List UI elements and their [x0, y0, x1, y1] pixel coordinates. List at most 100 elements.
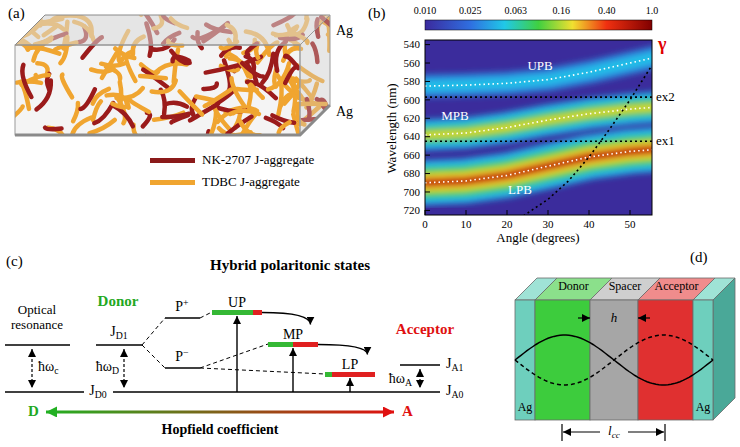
figure-label: Donor: [98, 293, 139, 310]
j-aggregate-fiber: [242, 63, 263, 76]
dimension-arrow: [563, 431, 600, 432]
dimension-marks: [562, 318, 665, 441]
j-aggregate-fiber: [117, 88, 143, 98]
figure-label: h: [611, 311, 618, 326]
text-part: −: [183, 347, 189, 358]
cavity-line: [523, 68, 650, 215]
axis-tick: [425, 118, 430, 119]
j-aggregate-fiber: [279, 122, 290, 133]
ag-front: [693, 300, 713, 420]
polariton-level: UP: [212, 293, 262, 315]
figure-label: 720: [404, 204, 421, 217]
figure-label: JD0: [89, 383, 106, 400]
coupling-lines: [142, 312, 325, 374]
box-side: [300, 15, 330, 135]
j-aggregate-fiber: [203, 84, 216, 89]
box-ground: [15, 15, 330, 135]
level-bar: [212, 310, 262, 315]
dimension-arrow: [628, 431, 664, 432]
figure-label: Optical resonance: [0, 303, 74, 333]
figure-label: 680: [404, 167, 421, 180]
excitation-arrow: [349, 378, 350, 392]
figure-label: A: [402, 403, 413, 420]
figure-label: UPB: [527, 59, 552, 74]
text-part: J: [446, 383, 451, 398]
j-aggregate-fiber: [49, 1, 76, 15]
relaxation-arrow: [262, 313, 311, 325]
figure-label: Ag: [336, 104, 353, 120]
axis-tick: [425, 81, 430, 82]
j-aggregate-fiber: [206, 65, 239, 73]
level-bar: [268, 342, 318, 347]
energy-arrow: [419, 369, 420, 388]
level-label: MP: [268, 325, 318, 342]
figure-label: 0.16: [553, 5, 571, 17]
layer-stack: [515, 278, 735, 420]
text-part: D1: [116, 330, 128, 341]
layer-band: Spacer: [590, 300, 638, 420]
j-aggregate-fiber: [22, 65, 31, 97]
level-label: LP: [325, 355, 375, 372]
text-part: A1: [451, 362, 463, 373]
polariton-band: [425, 150, 652, 183]
figure-label: (d): [690, 249, 708, 266]
excitation-arrows: [237, 316, 350, 392]
j-aggregate-fiber: [101, 63, 125, 65]
polariton-band: [425, 150, 652, 183]
j-aggregate-fiber: [140, 76, 166, 78]
figure-label: 1.0: [646, 5, 659, 17]
sample-box: [0, 0, 352, 151]
text-part: ħω: [389, 371, 405, 386]
j-aggregate-fiber: [224, 60, 230, 91]
ground-level: [113, 391, 440, 393]
layer-band: Donor: [535, 300, 590, 420]
j-aggregate-fiber: [93, 101, 101, 120]
j-aggregate-fiber: [90, 120, 115, 133]
figure-label: (a): [8, 5, 25, 22]
j-aggregate-fiber: [13, 106, 23, 117]
axis-tick: [425, 99, 430, 100]
j-aggregate-fiber: [8, 128, 13, 146]
figure-label: (c): [6, 253, 23, 270]
axis-tick: [425, 155, 430, 156]
text-part: c: [54, 365, 58, 376]
j-aggregate-fiber: [72, 118, 91, 135]
level-label: UP: [212, 293, 262, 310]
excitation-arrow: [292, 348, 293, 392]
figure-label: 10: [461, 218, 472, 231]
ag-bottom-mirror: [15, 105, 330, 135]
p-plus-level: [165, 317, 200, 319]
coupling-line: [200, 344, 268, 368]
figure-label: γ: [658, 34, 666, 55]
energy-arrows: [32, 349, 420, 388]
ag-side: [713, 278, 735, 420]
layer-band: Acceptor: [638, 300, 693, 420]
polariton-band: [425, 150, 652, 183]
axis-tick: [425, 63, 430, 64]
fibers: [0, 0, 352, 151]
figure-label: 0: [422, 218, 428, 231]
coupling-line: [142, 318, 165, 345]
figure-label: 20: [502, 218, 513, 231]
polariton-level: MP: [268, 325, 318, 347]
layer-band: Ag: [693, 300, 713, 420]
text-part: D: [112, 365, 119, 376]
j-aggregate-fiber: [152, 81, 176, 93]
figure-label: 700: [404, 186, 421, 199]
energy-arrow: [31, 349, 32, 388]
fit-lines: [425, 58, 652, 216]
figure-label: P−: [175, 347, 188, 365]
figure-label: MPB: [441, 109, 468, 124]
dimension-arrow: [638, 317, 650, 318]
text-part: cc: [612, 430, 620, 440]
figure-label: lcc: [608, 424, 620, 440]
figure-label: 560: [404, 57, 421, 70]
text-part: ħω: [38, 359, 54, 374]
relaxation-arrow: [318, 345, 368, 355]
legend-text: NK-2707 J-aggregate: [202, 153, 314, 168]
axis-tick: [589, 210, 590, 215]
j-aggregate-fiber: [121, 52, 132, 61]
figure-label: Hybrid polaritonic states: [210, 257, 370, 274]
text-part: J: [110, 324, 115, 339]
j-aggregate-fiber: [130, 100, 149, 112]
